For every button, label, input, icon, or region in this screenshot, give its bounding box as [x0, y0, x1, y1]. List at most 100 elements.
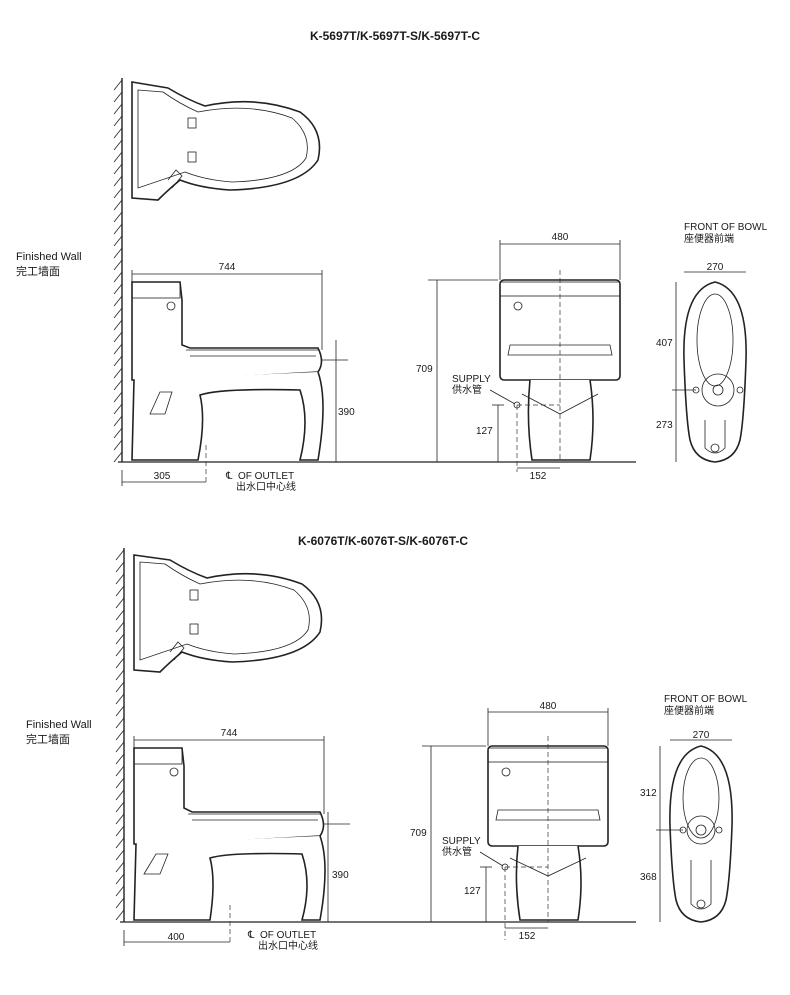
bottom-front-view-toilet: [487, 736, 609, 922]
wall-hatch-line: [115, 717, 125, 729]
wall-hatch-line: [113, 247, 123, 259]
wall-hatch-line: [113, 403, 123, 415]
top-bowl-bottom-view: [683, 281, 747, 463]
bottom-dim-bowl-width: 270: [693, 730, 710, 741]
wall-hatch-line: [115, 705, 125, 717]
wall-hatch-line: [115, 909, 125, 921]
wall-hatch-line: [115, 633, 125, 645]
wall-hatch-line: [113, 163, 123, 175]
wall-hatch-line: [113, 343, 123, 355]
wall-hatch-line: [113, 307, 123, 319]
wall-hatch-line: [113, 139, 123, 151]
wall-hatch-line: [115, 681, 125, 693]
wall-hatch-line: [115, 897, 125, 909]
bottom-outlet-label: OF OUTLET: [260, 930, 316, 941]
wall-hatch-line: [115, 729, 125, 741]
bottom-outlet-symbol: ℄: [247, 930, 255, 941]
top-dim-bowl-rear: 273: [656, 420, 673, 431]
wall-hatch-line: [113, 379, 123, 391]
wall-hatch-line: [113, 259, 123, 271]
bottom-dim-bowl-rear: 368: [640, 872, 657, 883]
wall-hatch-line: [115, 801, 125, 813]
top-dim-supply-offset: 152: [530, 471, 547, 482]
top-side-view-toilet: [131, 281, 324, 461]
wall-hatch-line: [113, 439, 123, 451]
top-dim-bowl-front: 407: [656, 338, 673, 349]
bottom-finished-wall-cn-label: 完工墙面: [26, 732, 70, 746]
bottom-supply-cn-label: 供水管: [442, 845, 472, 858]
top-plan-view-toilet: [131, 81, 321, 201]
wall-hatch-line: [113, 151, 123, 163]
wall-hatch-line: [115, 873, 125, 885]
top-section: K-5697T/K-5697T-S/K-5697T-C Finished Wal…: [16, 29, 768, 493]
wall-hatch-line: [115, 849, 125, 861]
wall-hatch-line: [113, 271, 123, 283]
wall-hatch-line: [113, 187, 123, 199]
wall-hatch-line: [115, 693, 125, 705]
bottom-dim-bowl-front: 312: [640, 788, 657, 799]
top-outlet-label: OF OUTLET: [238, 471, 294, 482]
wall-hatch-line: [115, 645, 125, 657]
bottom-dim-supply-offset: 152: [519, 931, 536, 942]
wall-hatch-line: [115, 825, 125, 837]
bottom-front-bowl-cn-label: 座便器前端: [664, 704, 714, 717]
wall-hatch-line: [115, 789, 125, 801]
bottom-title: K-6076T/K-6076T-S/K-6076T-C: [298, 534, 468, 548]
wall-hatch-line: [113, 367, 123, 379]
wall-hatch-line: [113, 451, 123, 463]
bottom-outlet-cn-label: 出水口中心线: [258, 939, 318, 952]
top-finished-wall-label: Finished Wall: [16, 251, 82, 263]
top-dim-length: 744: [219, 262, 236, 273]
wall-hatch-line: [115, 585, 125, 597]
wall-hatch-line: [115, 669, 125, 681]
wall-hatch-line: [113, 211, 123, 223]
bottom-bowl-bottom-view: [669, 745, 733, 923]
top-dim-offset: 305: [154, 471, 171, 482]
wall-hatch-line: [115, 813, 125, 825]
wall-hatch-line: [115, 621, 125, 633]
top-supply-label: SUPPLY: [452, 374, 491, 385]
wall-hatch-line: [115, 765, 125, 777]
wall-hatch-line: [115, 609, 125, 621]
wall-hatch-line: [115, 861, 125, 873]
wall-hatch-line: [113, 295, 123, 307]
bottom-dim-length: 744: [221, 728, 238, 739]
bottom-section: K-6076T/K-6076T-S/K-6076T-C Finished Wal…: [26, 534, 748, 952]
wall-hatch-line: [113, 331, 123, 343]
top-supply-cn-label: 供水管: [452, 383, 482, 396]
wall-hatch-line: [113, 115, 123, 127]
top-dim-bowl-width: 270: [707, 262, 724, 273]
wall-hatch-line: [115, 753, 125, 765]
top-title: K-5697T/K-5697T-S/K-5697T-C: [310, 29, 480, 43]
bottom-wall: [115, 548, 125, 922]
top-wall: [113, 78, 123, 463]
top-outlet-cn-label: 出水口中心线: [236, 480, 296, 493]
wall-hatch-line: [113, 103, 123, 115]
wall-hatch-line: [113, 427, 123, 439]
wall-hatch-line: [115, 885, 125, 897]
top-front-bowl-cn-label: 座便器前端: [684, 232, 734, 245]
wall-hatch-line: [115, 657, 125, 669]
top-outlet-symbol: ℄: [225, 471, 233, 482]
wall-hatch-line: [113, 127, 123, 139]
wall-hatch-line: [113, 319, 123, 331]
top-front-view-toilet: [499, 270, 621, 462]
wall-hatch-line: [113, 223, 123, 235]
bottom-side-view-toilet: [133, 747, 326, 921]
bottom-dim-width: 480: [540, 701, 557, 712]
wall-hatch-line: [115, 573, 125, 585]
top-dim-width: 480: [552, 232, 569, 243]
bottom-dim-seat-height: 390: [332, 870, 349, 881]
top-front-bowl-label: FRONT OF BOWL: [684, 222, 768, 233]
bottom-plan-view-toilet: [133, 554, 323, 673]
bottom-front-bowl-label: FRONT OF BOWL: [664, 694, 748, 705]
wall-hatch-line: [113, 415, 123, 427]
wall-hatch-line: [113, 175, 123, 187]
wall-hatch-line: [115, 561, 125, 573]
top-dim-supply-height: 127: [476, 426, 493, 437]
wall-hatch-line: [115, 741, 125, 753]
bottom-finished-wall-label: Finished Wall: [26, 719, 92, 731]
wall-hatch-line: [115, 597, 125, 609]
bottom-supply-label: SUPPLY: [442, 836, 481, 847]
